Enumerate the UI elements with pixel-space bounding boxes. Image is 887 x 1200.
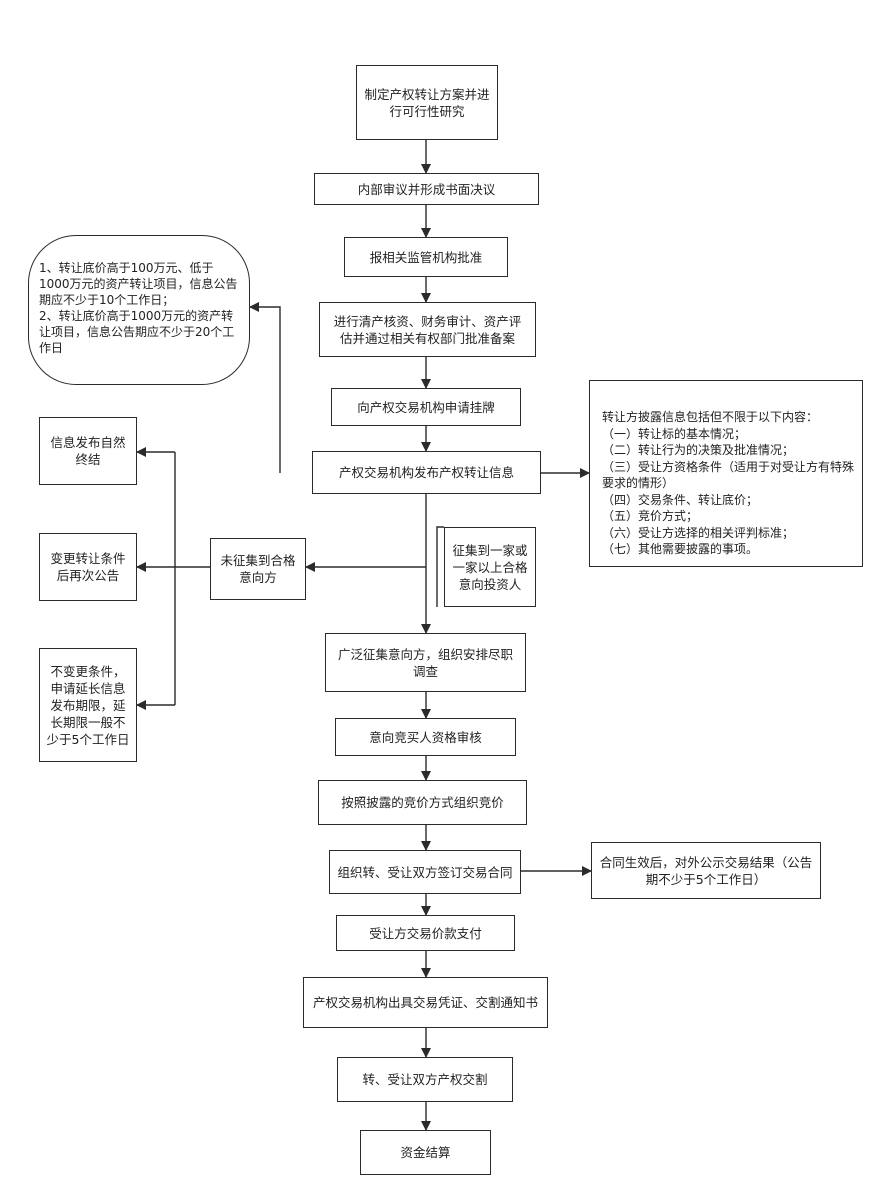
branch-not-collected-label: 未征集到合格 意向方 (220, 553, 296, 585)
step-sign-contract: 组织转、受让双方签订交易合同 (329, 850, 521, 894)
arrow-s6-oval (249, 302, 281, 473)
disclosure-item: （一）转让标的基本情况； (602, 426, 747, 441)
arrow-collected-path (436, 526, 444, 607)
branch-collected-investors: 征集到一家或 一家以上合格 意向投资人 (444, 527, 536, 607)
disclosure-item: （六）受让方选择的相关评判标准； (602, 525, 795, 540)
step-payment-label: 受让方交易价款支付 (369, 925, 482, 941)
step-audit-appraisal: 进行清产核资、财务审计、资产评 估并通过相关有权部门批准备案 (319, 302, 536, 357)
step-fund-settlement: 资金结算 (360, 1130, 491, 1175)
step-property-delivery: 转、受让双方产权交割 (337, 1057, 513, 1102)
step-issue-voucher: 产权交易机构出具交易凭证、交割通知书 (303, 977, 548, 1028)
step-fund-settlement-label: 资金结算 (400, 1145, 451, 1160)
step-audit-appraisal-label: 进行清产核资、财务审计、资产评 估并通过相关有权部门批准备案 (333, 313, 522, 346)
step-transfer-plan: 制定产权转让方案并进 行可行性研究 (356, 65, 498, 140)
step-qualification-review-label: 意向竞买人资格审核 (369, 729, 482, 745)
branch-natural-end: 信息发布自然 终结 (39, 417, 137, 485)
step-regulator-approval-label: 报相关监管机构批准 (369, 249, 483, 265)
step-solicit-bidders-label: 广泛征集意向方，组织安排尽职 调查 (337, 646, 513, 679)
step-organize-bidding: 按照披露的竞价方式组织竞价 (318, 780, 527, 825)
step-solicit-bidders: 广泛征集意向方，组织安排尽职 调查 (325, 633, 526, 692)
step-publish-info: 产权交易机构发布产权转让信息 (312, 451, 541, 494)
branch-natural-end-label: 信息发布自然 终结 (50, 435, 126, 467)
announcement-period-note: 1、转让底价高于100万元、低于 1000万元的资产转让项目，信息公告 期应不少… (28, 235, 250, 385)
step-regulator-approval: 报相关监管机构批准 (344, 237, 508, 277)
step-property-delivery-label: 转、受让双方产权交割 (362, 1072, 488, 1087)
branch-extend-period: 不变更条件， 申请延长信息 发布期限，延 长期限一般不 少于5个工作日 (39, 648, 137, 762)
step-internal-review: 内部审议并形成书面决议 (314, 173, 539, 205)
branch-change-conditions: 变更转让条件 后再次公告 (39, 533, 137, 601)
step-organize-bidding-label: 按照披露的竞价方式组织竞价 (341, 795, 504, 810)
disclosure-item: （二）转让行为的决策及批准情况； (602, 443, 795, 457)
step-qualification-review: 意向竞买人资格审核 (335, 718, 516, 756)
announcement-rule-1: 1、转让底价高于100万元、低于 1000万元的资产转让项目，信息公告 期应不少… (39, 261, 238, 307)
branch-change-conditions-label: 变更转让条件 后再次公告 (50, 551, 126, 583)
step-sign-contract-label: 组织转、受让双方签订交易合同 (337, 864, 513, 880)
result-publicity-label: 合同生效后，对外公示交易结果（公告 期不少于5个工作日） (599, 854, 813, 887)
branch-extend-period-label: 不变更条件， 申请延长信息 发布期限，延 长期限一般不 少于5个工作日 (46, 663, 130, 747)
step-apply-listing-label: 向产权交易机构申请挂牌 (357, 399, 495, 415)
step-payment: 受让方交易价款支付 (336, 915, 515, 951)
disclosure-item: （三）受让方资格条件（适用于对受让方有特殊要求的情形） (602, 459, 855, 491)
disclosure-item: （七）其他需要披露的事项。 (602, 542, 759, 556)
step-transfer-plan-label: 制定产权转让方案并进 行可行性研究 (364, 86, 490, 119)
announcement-rule-2: 2、转让底价高于1000万元的资产转 让项目，信息公告期应不少于20个工 作日 (39, 309, 235, 355)
result-publicity-note: 合同生效后，对外公示交易结果（公告 期不少于5个工作日） (591, 842, 821, 899)
step-issue-voucher-label: 产权交易机构出具交易凭证、交割通知书 (312, 995, 538, 1010)
step-internal-review-label: 内部审议并形成书面决议 (357, 181, 496, 197)
step-publish-info-label: 产权交易机构发布产权转让信息 (338, 465, 514, 480)
branch-collected-label: 征集到一家或 一家以上合格 意向投资人 (452, 542, 528, 592)
disclosure-item: （五）竞价方式； (602, 509, 699, 523)
disclosure-content-box: 转让方披露信息包括但不限于以下内容： （一）转让标的基本情况； （二）转让行为的… (589, 380, 863, 567)
step-apply-listing: 向产权交易机构申请挂牌 (331, 388, 521, 426)
disclosure-title: 转让方披露信息包括但不限于以下内容： (602, 410, 819, 424)
disclosure-item: （四）交易条件、转让底价； (602, 492, 759, 507)
branch-not-collected: 未征集到合格 意向方 (210, 538, 306, 600)
